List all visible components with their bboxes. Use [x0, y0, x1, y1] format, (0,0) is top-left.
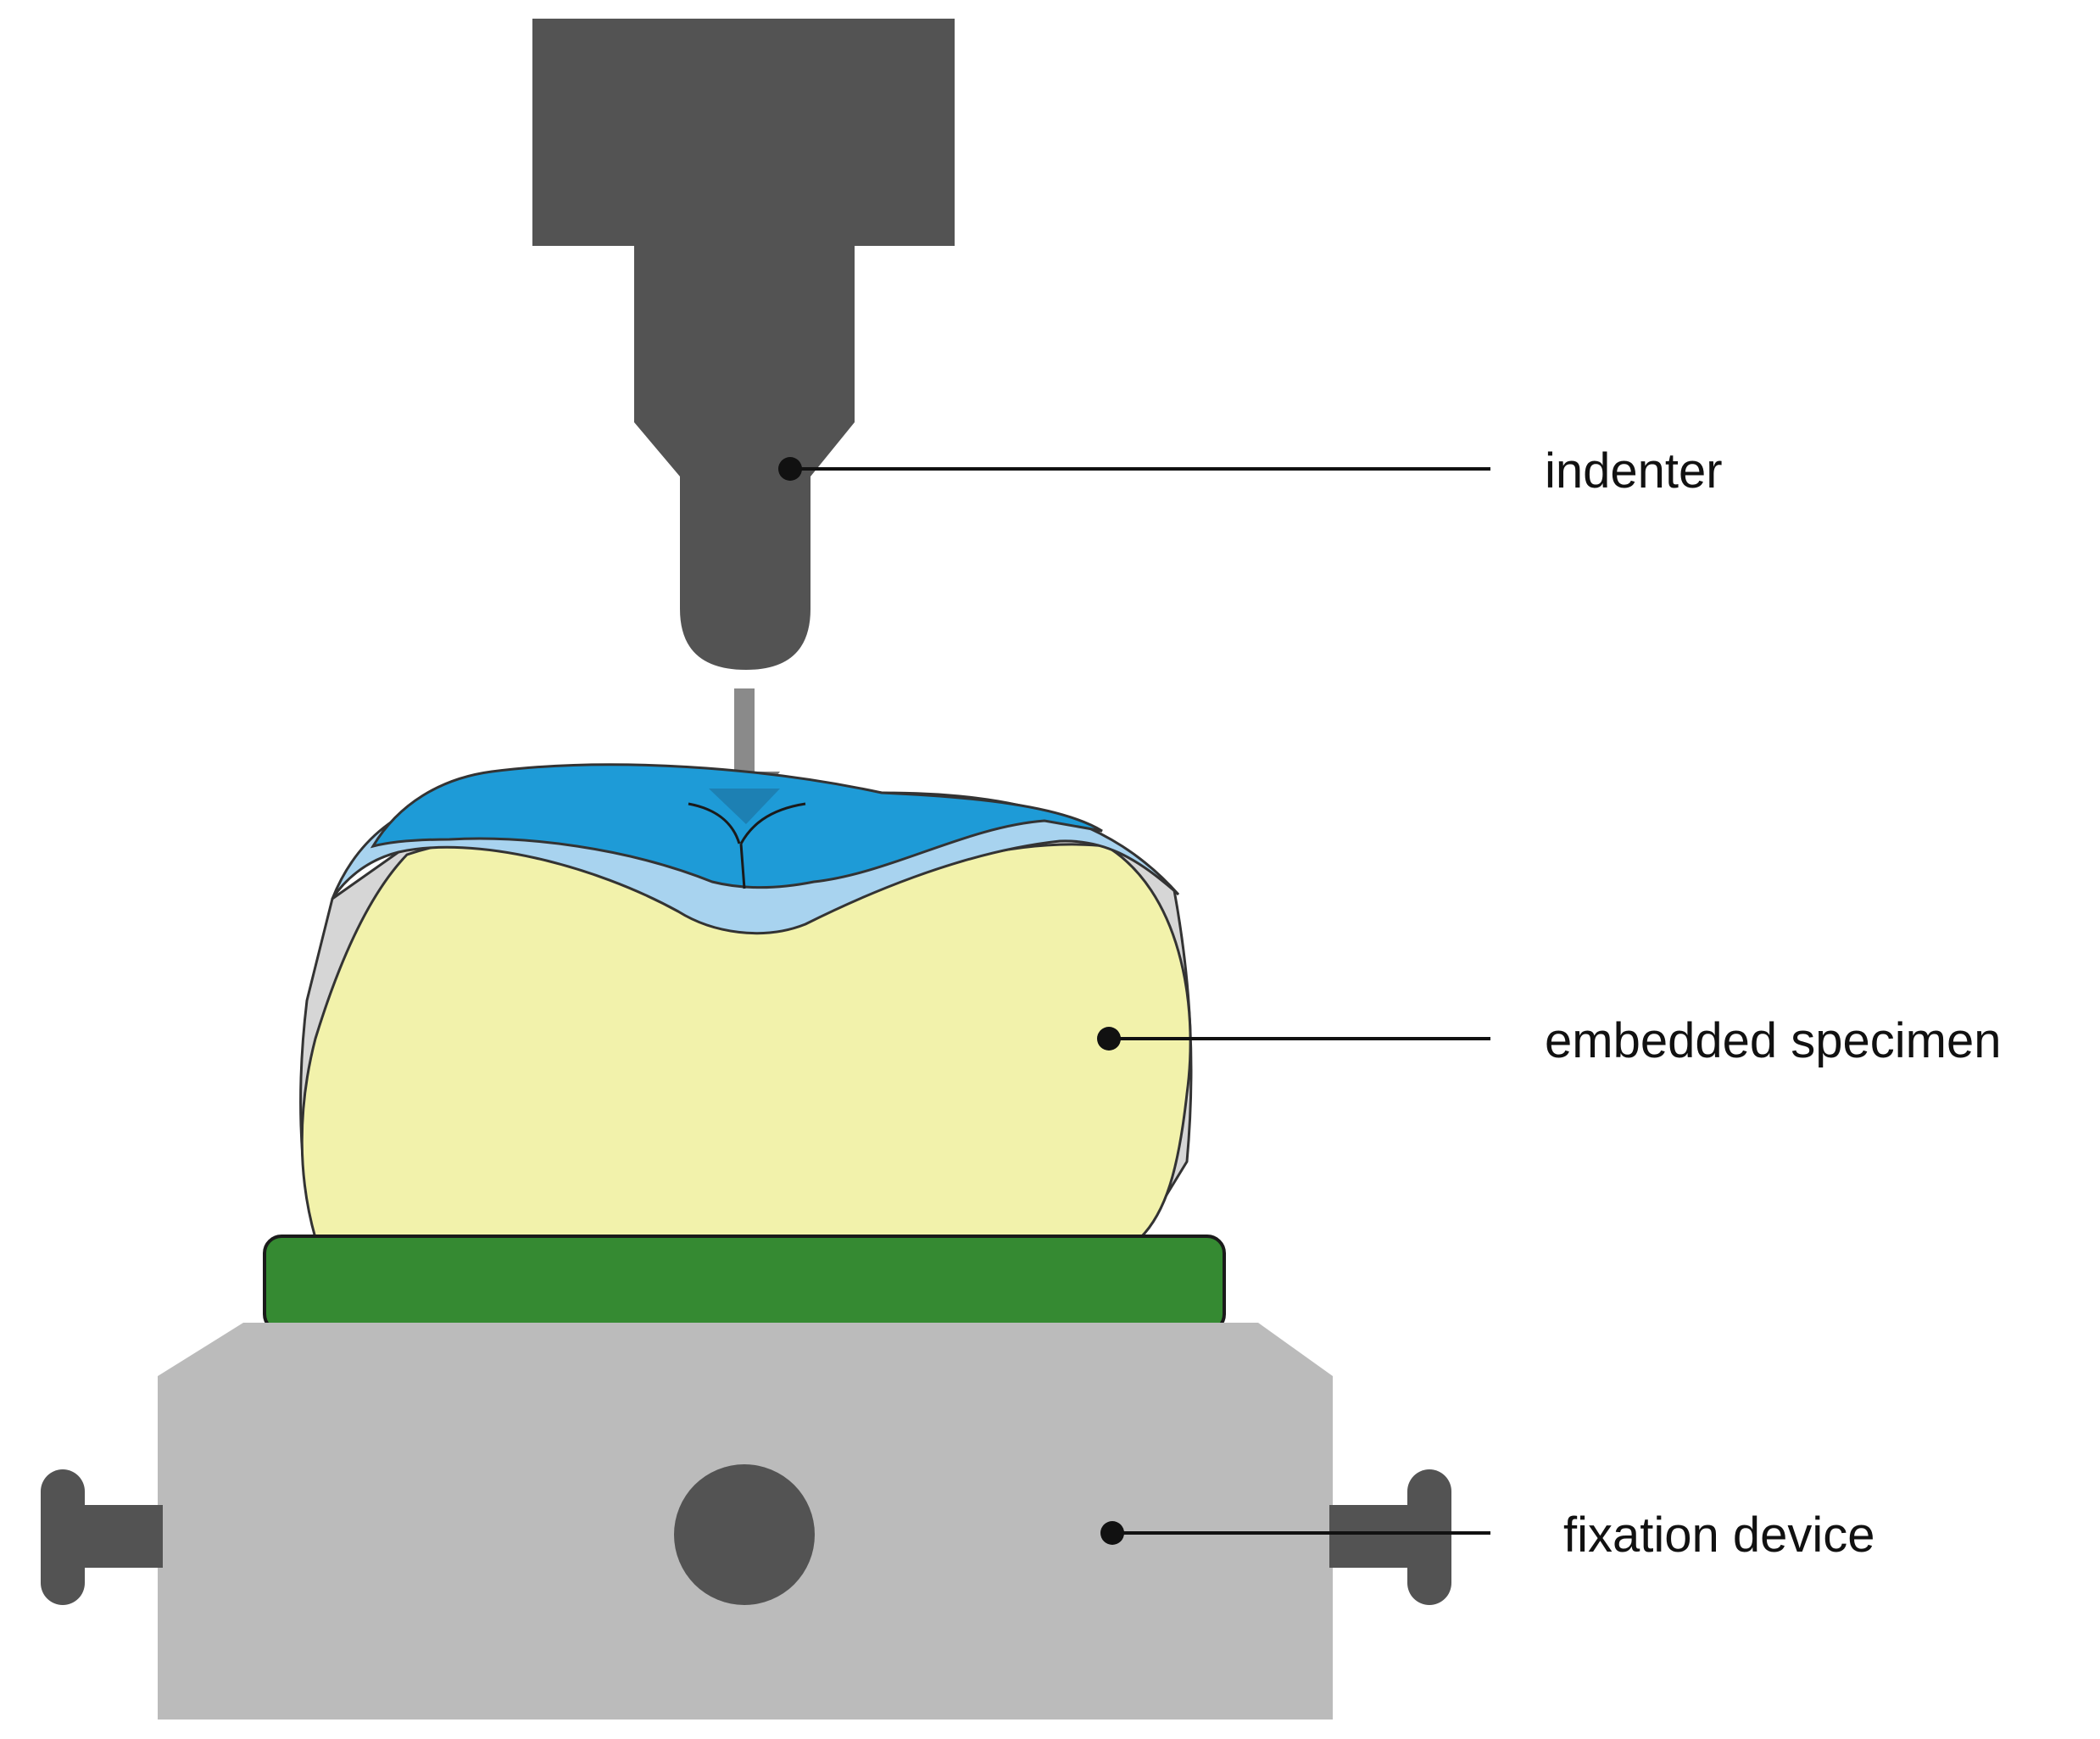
indenter-shaft — [634, 244, 855, 670]
callout-fixation: fixation device — [1100, 1508, 1875, 1563]
indenter-label: indenter — [1545, 443, 1723, 499]
fixation-device — [41, 1323, 1451, 1719]
crown-dark-layer — [370, 763, 1103, 889]
fixation-knob-right — [1329, 1469, 1451, 1605]
fixation-center-screw — [674, 1464, 815, 1605]
specimen-label: embedded specimen — [1545, 1013, 2001, 1068]
base-plate — [263, 1235, 1226, 1333]
callout-specimen: embedded specimen — [1097, 1013, 2001, 1068]
crown-contact-shade — [709, 789, 780, 824]
indenter — [532, 19, 955, 670]
load-arrow-shaft — [734, 688, 755, 780]
fixation-knob-left — [41, 1469, 163, 1605]
callout-indenter: indenter — [778, 443, 1723, 499]
indenter-head — [532, 19, 955, 246]
crack-lines — [688, 802, 806, 889]
embedded-specimen — [299, 763, 1193, 1240]
fixation-label: fixation device — [1563, 1508, 1875, 1563]
